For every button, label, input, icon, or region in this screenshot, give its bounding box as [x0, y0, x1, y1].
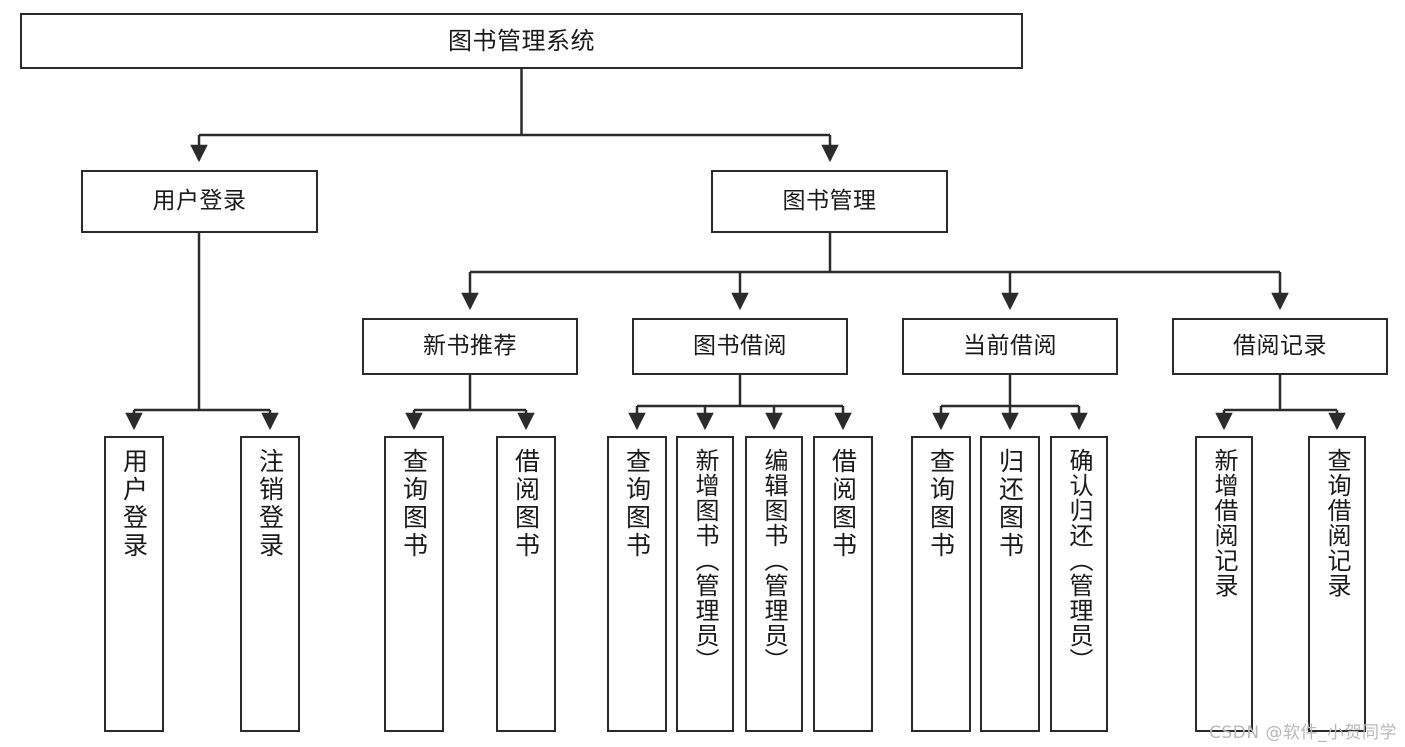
leaf-edit-book[interactable]: 编辑图书（管理员） [745, 436, 803, 732]
leaf-user-login-label: 用户登录 [119, 448, 149, 560]
leaf-borrow-book-2-label: 借阅图书 [828, 448, 858, 560]
node-book-borrow[interactable]: 图书借阅 [632, 318, 848, 375]
leaf-borrow-book-1[interactable]: 借阅图书 [496, 436, 556, 732]
leaf-return-book-label: 归还图书 [995, 448, 1025, 560]
leaf-user-login[interactable]: 用户登录 [104, 436, 164, 732]
node-root[interactable]: 图书管理系统 [20, 13, 1023, 69]
leaf-borrow-book-1-label: 借阅图书 [511, 448, 541, 560]
leaf-logout[interactable]: 注销登录 [240, 436, 300, 732]
leaf-query-record[interactable]: 查询借阅记录 [1308, 436, 1366, 732]
leaf-add-record-label: 新增借阅记录 [1210, 448, 1238, 598]
node-user-login-label: 用户登录 [152, 187, 247, 214]
leaf-query-book-3-label: 查询图书 [926, 448, 956, 560]
node-book-borrow-label: 图书借阅 [693, 332, 787, 359]
node-book-management-label: 图书管理 [782, 187, 877, 214]
leaf-query-book-1-label: 查询图书 [399, 448, 429, 560]
leaf-query-book-2-label: 查询图书 [622, 448, 652, 560]
leaf-confirm-return[interactable]: 确认归还（管理员） [1050, 436, 1108, 732]
node-user-login[interactable]: 用户登录 [81, 170, 318, 233]
leaf-query-book-2[interactable]: 查询图书 [607, 436, 667, 732]
leaf-add-record[interactable]: 新增借阅记录 [1195, 436, 1253, 732]
leaf-logout-label: 注销登录 [255, 448, 285, 560]
node-borrow-record-label: 借阅记录 [1233, 332, 1327, 359]
leaf-edit-book-label: 编辑图书（管理员） [760, 448, 788, 673]
leaf-add-book-label: 新增图书（管理员） [691, 448, 719, 673]
node-new-book-recommend-label: 新书推荐 [423, 332, 517, 359]
leaf-query-record-label: 查询借阅记录 [1323, 448, 1351, 598]
leaf-add-book[interactable]: 新增图书（管理员） [676, 436, 734, 732]
leaf-borrow-book-2[interactable]: 借阅图书 [813, 436, 873, 732]
node-new-book-recommend[interactable]: 新书推荐 [362, 318, 578, 375]
leaf-confirm-return-label: 确认归还（管理员） [1065, 448, 1093, 673]
leaf-return-book[interactable]: 归还图书 [980, 436, 1040, 732]
leaf-query-book-3[interactable]: 查询图书 [911, 436, 971, 732]
node-root-label: 图书管理系统 [448, 26, 595, 55]
node-current-borrow-label: 当前借阅 [963, 332, 1057, 359]
node-current-borrow[interactable]: 当前借阅 [902, 318, 1118, 375]
node-borrow-record[interactable]: 借阅记录 [1172, 318, 1388, 375]
csdn-watermark: CSDN @软件_小贺同学 [1209, 723, 1397, 743]
leaf-query-book-1[interactable]: 查询图书 [384, 436, 444, 732]
node-book-management[interactable]: 图书管理 [711, 170, 948, 233]
